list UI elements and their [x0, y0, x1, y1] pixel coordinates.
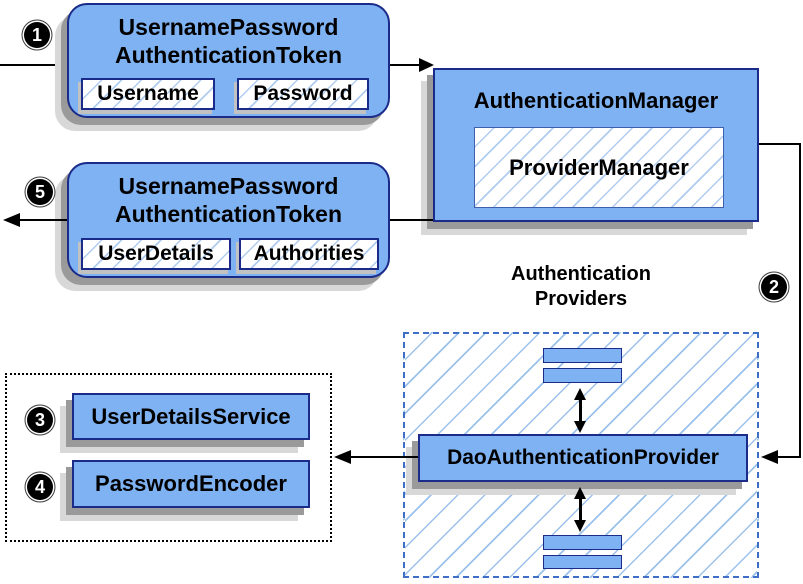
- user-details-service-label: UserDetailsService: [91, 403, 291, 429]
- user-details-service-box: UserDetailsService: [72, 393, 310, 440]
- password-field-box: Password: [237, 78, 369, 110]
- flow-line-incoming: [0, 64, 67, 66]
- authentication-manager-box: AuthenticationManager ProviderManager: [433, 68, 759, 222]
- request-token-box: UsernamePassword AuthenticationToken Use…: [67, 3, 390, 118]
- provider-slot-bar: [543, 555, 622, 569]
- arrowhead-right-icon: [419, 58, 434, 72]
- authorities-field-box: Authorities: [239, 238, 379, 270]
- step-3-badge: 3: [27, 407, 53, 433]
- arrow-line: [18, 219, 67, 221]
- elbow-vertical-segment: [799, 143, 801, 458]
- step-1-badge: 1: [24, 22, 50, 48]
- response-token-box: UsernamePassword AuthenticationToken Use…: [67, 162, 390, 278]
- userdetails-field-label: UserDetails: [98, 242, 214, 265]
- request-token-title-line1: UsernamePassword: [118, 14, 339, 40]
- step-2-badge: 2: [761, 274, 787, 300]
- authorities-field-label: Authorities: [253, 242, 365, 265]
- provider-manager-label: ProviderManager: [509, 154, 689, 180]
- dao-authentication-provider-label: DaoAuthenticationProvider: [447, 446, 719, 469]
- elbow-bottom-segment: [776, 456, 801, 458]
- line-manager-to-response-token: [390, 219, 433, 221]
- arrowhead-up-icon: [574, 487, 586, 499]
- authentication-providers-label: Authentication Providers: [456, 262, 706, 312]
- arrow-line: [390, 64, 421, 66]
- arrow-line: [348, 456, 418, 458]
- password-field-label: Password: [253, 82, 353, 105]
- arrowhead-left-icon: [761, 450, 778, 464]
- request-token-title-line2: AuthenticationToken: [114, 42, 342, 68]
- double-arrow-upper: [574, 388, 587, 433]
- arrow-line: [579, 496, 582, 523]
- username-field-box: Username: [81, 78, 215, 110]
- providers-label-line1: Authentication: [511, 263, 651, 285]
- response-token-title-line2: AuthenticationToken: [114, 201, 342, 227]
- arrowhead-left-icon: [3, 213, 20, 227]
- provider-slot-bar: [543, 535, 622, 550]
- step-5-badge: 5: [27, 179, 53, 205]
- userdetails-field-box: UserDetails: [81, 238, 231, 270]
- arrowhead-left-icon: [334, 450, 351, 464]
- username-field-label: Username: [97, 82, 199, 105]
- providers-label-line2: Providers: [534, 288, 628, 310]
- provider-slot-bar: [543, 368, 622, 383]
- collaborators-dotted-box: [5, 373, 332, 542]
- arrowhead-up-icon: [574, 388, 586, 400]
- password-encoder-box: PasswordEncoder: [72, 460, 310, 508]
- arrowhead-down-icon: [574, 421, 586, 433]
- response-token-title-line1: UsernamePassword: [118, 173, 339, 199]
- arrow-line: [579, 397, 582, 424]
- dao-authentication-provider-box: DaoAuthenticationProvider: [418, 434, 748, 482]
- password-encoder-label: PasswordEncoder: [95, 471, 287, 496]
- step-4-badge: 4: [27, 474, 53, 500]
- provider-slot-bar: [543, 348, 622, 363]
- provider-manager-box: ProviderManager: [474, 127, 724, 208]
- elbow-top-segment: [759, 143, 801, 145]
- arrowhead-down-icon: [574, 520, 586, 532]
- double-arrow-lower: [574, 487, 587, 532]
- authentication-manager-title: AuthenticationManager: [473, 88, 719, 113]
